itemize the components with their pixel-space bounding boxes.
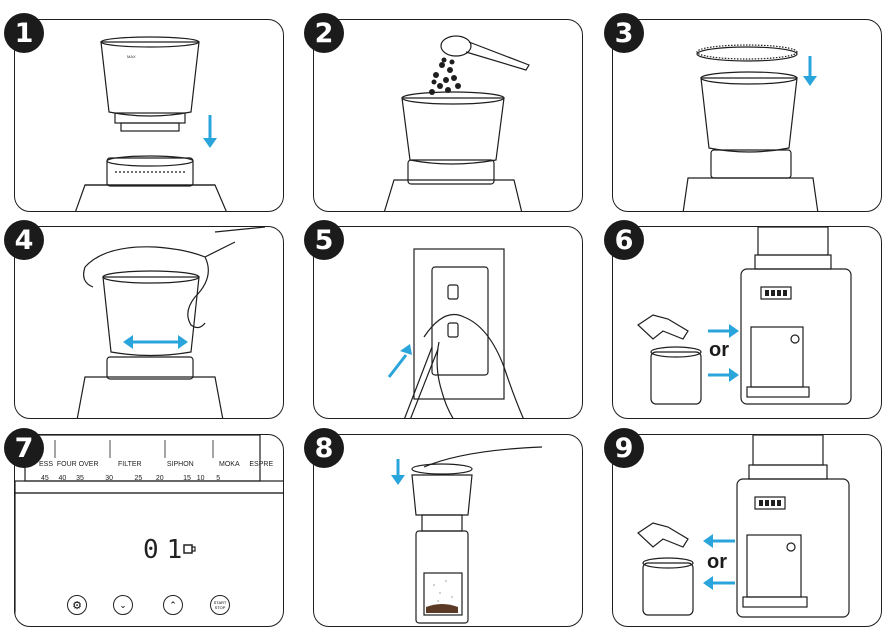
step-5-illustration <box>387 248 524 418</box>
step-3-panel <box>612 19 882 212</box>
start-stop-button[interactable]: START STOP <box>210 595 230 615</box>
step-7-badge: 7 <box>4 428 44 468</box>
step-4-illustration <box>76 227 266 418</box>
step-8-illustration <box>391 446 543 624</box>
step-8-badge: 8 <box>304 428 344 468</box>
gear-icon: ⚙ <box>72 599 82 612</box>
hopper-label: MAX <box>127 54 136 59</box>
step-4-panel <box>14 226 284 419</box>
down-button[interactable]: ⌄ <box>113 595 133 615</box>
step-1-illustration <box>75 36 227 211</box>
chevron-up-icon: ⌃ <box>169 599 177 610</box>
or-label: or <box>707 551 727 573</box>
step-6-panel: or <box>612 226 882 419</box>
stop-label: STOP <box>214 605 226 610</box>
step-1-panel: MAX <box>14 19 284 212</box>
step-3-illustration <box>682 44 819 211</box>
step-9-illustration <box>637 435 850 618</box>
step-1-badge: 1 <box>4 13 44 53</box>
step-9-panel: or <box>612 434 882 627</box>
step-6-illustration <box>637 227 852 405</box>
grind-scale-sections: ESS FOUR OVER FILTER SIPHON MOKA ESPRE <box>39 461 274 468</box>
step-5-badge: 5 <box>304 220 344 260</box>
grind-scale-marks: 45 40 35 30 25 20 15 10 5 <box>41 475 221 482</box>
step-2-panel <box>313 19 583 212</box>
step-6-badge: 6 <box>604 220 644 260</box>
step-3-badge: 3 <box>604 13 644 53</box>
chevron-down-icon: ⌄ <box>119 599 127 610</box>
grinder-display: 01 <box>143 535 191 565</box>
step-2-illustration <box>383 35 530 211</box>
step-8-panel <box>313 434 583 627</box>
step-2-badge: 2 <box>304 13 344 53</box>
step-5-panel <box>313 226 583 419</box>
or-label: or <box>709 339 729 361</box>
cup-icon <box>183 544 196 554</box>
step-7-panel: ESS FOUR OVER FILTER SIPHON MOKA ESPRE 4… <box>14 434 284 627</box>
step-9-badge: 9 <box>604 428 644 468</box>
step-4-badge: 4 <box>4 220 44 260</box>
up-button[interactable]: ⌃ <box>163 595 183 615</box>
start-label: START <box>213 600 227 605</box>
settings-button[interactable]: ⚙ <box>67 595 87 615</box>
